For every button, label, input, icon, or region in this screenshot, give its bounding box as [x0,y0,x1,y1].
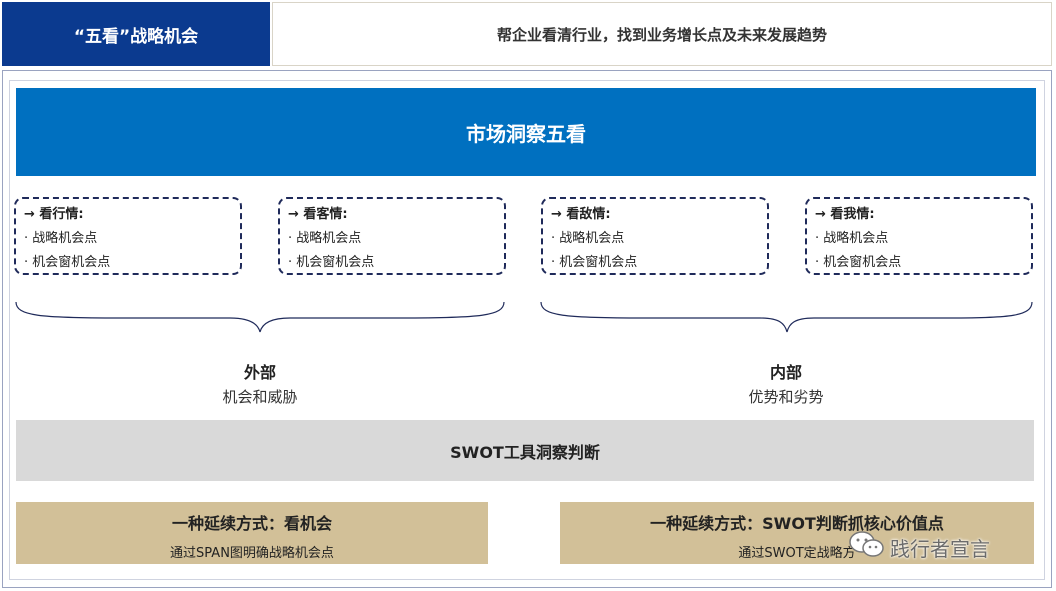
extension-swot: 一种延续方式：SWOT判断抓核心价值点 通过SWOT定战略方 [560,502,1034,564]
diagram-inner-frame [9,80,1045,580]
card-title: → 看行情: [24,207,84,222]
card-title: → 看客情: [288,207,348,222]
card-self: → 看我情: · 战略机会点 · 机会窗机会点 [805,197,1033,275]
card-item: · 机会窗机会点 [288,255,375,270]
card-title: → 看敌情: [551,207,611,222]
header-right-title: 帮企业看清行业，找到业务增长点及未来发展趋势 [272,2,1052,66]
extension-opportunity: 一种延续方式：看机会 通过SPAN图明确战略机会点 [16,502,488,564]
card-competitor: → 看敌情: · 战略机会点 · 机会窗机会点 [541,197,769,275]
extension-subtitle: 通过SWOT定战略方 [738,546,856,561]
card-item: · 战略机会点 [551,231,625,246]
extension-subtitle: 通过SPAN图明确战略机会点 [170,546,334,561]
extension-title: 一种延续方式：SWOT判断抓核心价值点 [650,514,944,533]
external-title: 外部 [243,363,276,382]
card-item: · 战略机会点 [288,231,362,246]
watermark-text: 践行者宣言 [890,537,990,561]
watermark: 践行者宣言 [848,530,990,565]
card-title: → 看我情: [815,207,875,222]
internal-subtitle: 优势和劣势 [748,388,824,406]
internal-brace [540,301,1033,333]
card-item: · 机会窗机会点 [815,255,902,270]
market-insight-banner: 市场洞察五看 [16,88,1036,176]
external-subtitle: 机会和威胁 [222,388,298,406]
card-item: · 机会窗机会点 [551,255,638,270]
card-item: · 战略机会点 [24,231,98,246]
header-left-title: “五看”战略机会 [2,2,270,66]
grouping-braces [15,301,1033,333]
external-brace [15,301,505,333]
card-industry: → 看行情: · 战略机会点 · 机会窗机会点 [14,197,242,275]
wechat-icon [848,530,886,565]
swot-bar: SWOT工具洞察判断 [16,420,1034,481]
internal-title: 内部 [769,363,802,382]
card-item: · 机会窗机会点 [24,255,111,270]
card-item: · 战略机会点 [815,231,889,246]
card-customer: → 看客情: · 战略机会点 · 机会窗机会点 [278,197,506,275]
extension-title: 一种延续方式：看机会 [171,514,332,533]
